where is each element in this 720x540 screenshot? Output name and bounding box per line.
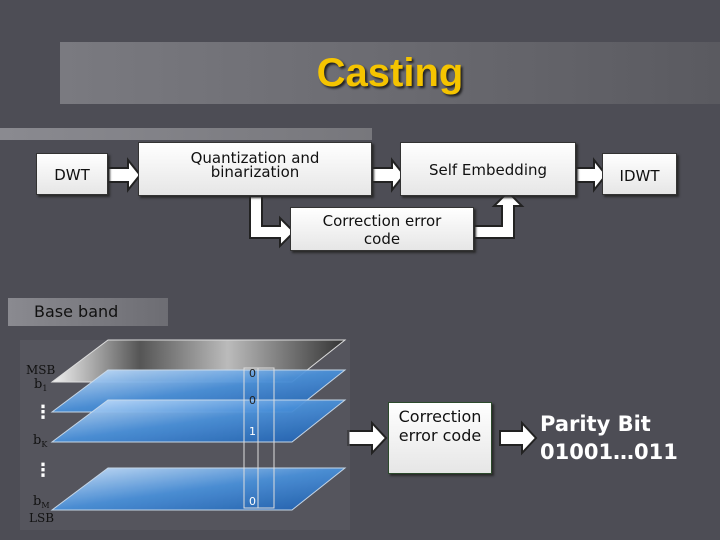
bitplane-3 — [50, 399, 347, 443]
plane-bit-1: 0 — [249, 367, 256, 380]
correction-error-code-box: Correction error code — [388, 402, 492, 474]
self-embedding-label: Self Embedding — [428, 161, 548, 179]
msb-label: MSB — [26, 363, 56, 377]
arrow-quant-to-correction — [249, 195, 296, 249]
divider-bar — [0, 128, 372, 140]
dwt-box: DWT — [36, 153, 108, 195]
correction2-line-2: error code — [398, 426, 482, 445]
lsb-label: LSB — [29, 511, 54, 525]
parity-line-1: Parity Bit — [540, 412, 651, 436]
parity-line-2: 01001…011 — [540, 440, 678, 464]
arrow-planes-to-correction — [347, 420, 388, 456]
correction-code-box: Correction error code — [290, 207, 474, 251]
bitplane-4 — [50, 467, 347, 511]
arrow-quant-to-embed — [371, 157, 406, 193]
ellipsis-1: ⋮ — [34, 402, 52, 423]
slide-title: Casting — [316, 51, 464, 95]
correction-line-2: code — [363, 230, 401, 248]
bk-label: bK — [33, 433, 48, 449]
bm-label: bM — [33, 494, 50, 510]
ellipsis-2: ⋮ — [34, 460, 52, 481]
pixel-column — [243, 367, 275, 509]
idwt-label: IDWT — [619, 167, 660, 185]
plane-bit-3: 1 — [249, 425, 256, 438]
idwt-box: IDWT — [602, 153, 677, 195]
correction-line-1: Correction error — [322, 212, 442, 230]
dwt-label: DWT — [54, 166, 90, 184]
base-band-label: Base band — [8, 298, 168, 326]
parity-bit-text: Parity Bit 01001…011 — [540, 410, 718, 474]
plane-bit-4: 0 — [249, 495, 256, 508]
self-embedding-box: Self Embedding — [400, 142, 576, 196]
quantization-line-2: binarization — [210, 163, 300, 181]
arrow-correction-to-parity — [499, 420, 538, 456]
arrow-correction-to-embed — [473, 190, 525, 239]
quantization-line-1: Quantization and — [190, 149, 320, 167]
title-banner — [60, 42, 720, 104]
arrow-dwt-to-quant — [107, 157, 142, 193]
plane-bit-2: 0 — [249, 394, 256, 407]
quantization-box: Quantization and binarization — [138, 142, 372, 196]
correction2-line-1: Correction — [398, 407, 482, 426]
b1-label: b1 — [34, 377, 47, 393]
arrow-embed-to-idwt — [575, 157, 608, 193]
